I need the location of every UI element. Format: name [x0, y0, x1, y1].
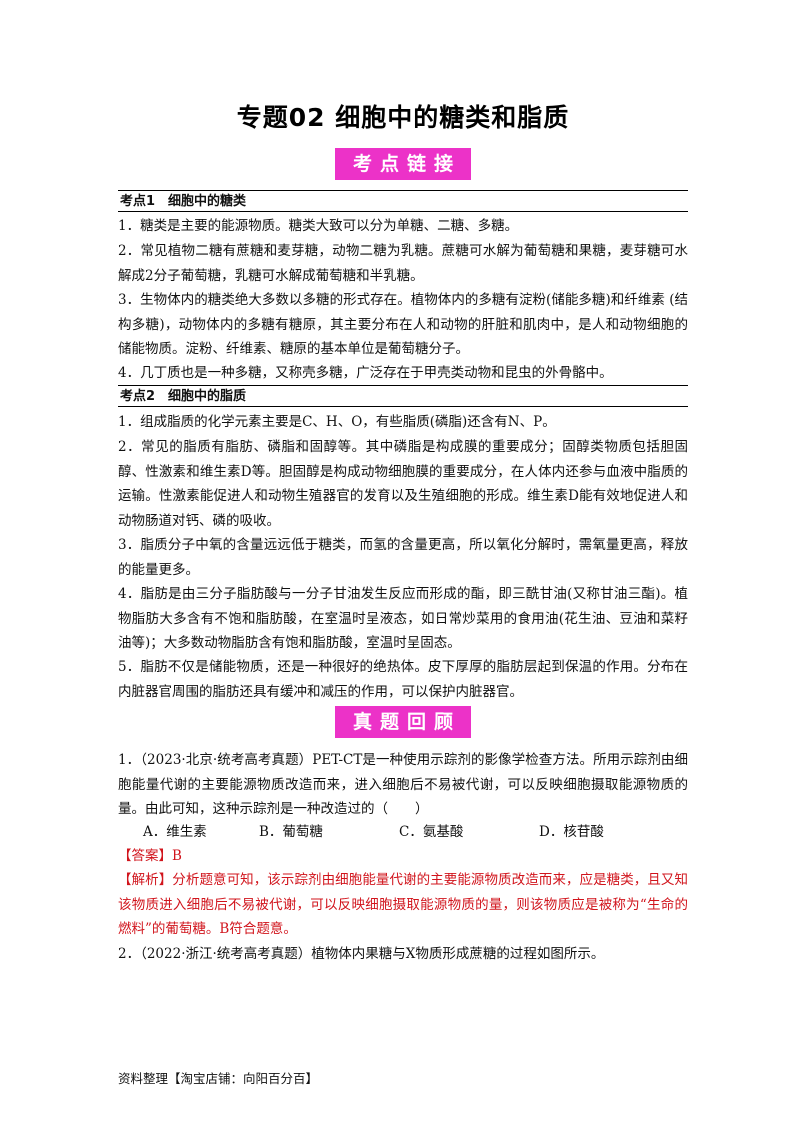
option-c: C．氨基酸 [399, 824, 464, 840]
lipid-point-1: 1．组成脂质的化学元素主要是C、H、O，有些脂质(磷脂)还含有N、P。 [118, 414, 556, 430]
lipid-point-5: 5．脂肪不仅是储能物质，还是一种很好的绝热体。皮下厚厚的脂肪层起到保温的作用。分… [118, 659, 688, 700]
option-a: A．维生素 [143, 824, 207, 840]
question-1-options: A．维生素 B．葡萄糖 C．氨基酸 D．核苷酸 [143, 820, 688, 844]
option-b: B．葡萄糖 [259, 824, 323, 840]
banner-zhenti: 真题回顾 [334, 706, 471, 738]
section-heading-lipids: 考点2 细胞中的脂质 [118, 385, 688, 407]
page-title: 专题02 细胞中的糖类和脂质 [236, 103, 570, 132]
answer-label: 【答案】 [118, 848, 172, 864]
question-2-stem: 2．（2022·浙江·统考高考真题）植物体内果糖与X物质形成蔗糖的过程如图所示。 [118, 946, 605, 962]
option-d: D．核苷酸 [539, 824, 604, 840]
answer-value: B [172, 848, 182, 864]
footer-source: 资料整理【淘宝店铺：向阳百分百】 [118, 1071, 319, 1086]
banner-kaodian: 考点链接 [334, 148, 471, 180]
banner-kaodian-wrap: 考点链接 [118, 148, 688, 180]
lipid-point-4: 4．脂肪是由三分子脂肪酸与一分子甘油发生反应而形成的酯，即三酰甘油(又称甘油三酯… [118, 586, 688, 651]
section-heading-sugars: 考点1 细胞中的糖类 [118, 190, 688, 212]
sugar-point-1: 1．糖类是主要的能源物质。糖类大致可以分为单糖、二糖、多糖。 [118, 218, 519, 234]
analysis-text: 分析题意可知，该示踪剂由细胞能量代谢的主要能源物质改造而来，应是糖类，且又知该物… [118, 872, 689, 937]
sugar-point-2: 2．常见植物二糖有蔗糖和麦芽糖，动物二糖为乳糖。蔗糖可水解为葡萄糖和果糖，麦芽糖… [118, 243, 688, 284]
lipid-point-3: 3．脂质分子中氧的含量远远低于糖类，而氢的含量更高，所以氧化分解时，需氧量更高，… [118, 537, 688, 578]
question-1-analysis: 【解析】分析题意可知，该示踪剂由细胞能量代谢的主要能源物质改造而来，应是糖类，且… [118, 868, 688, 942]
lipid-point-2: 2．常见的脂质有脂肪、磷脂和固醇等。其中磷脂是构成膜的重要成分；固醇类物质包括胆… [118, 439, 688, 529]
sugar-point-4: 4．几丁质也是一种多糖，又称壳多糖，广泛存在于甲壳类动物和昆虫的外骨骼中。 [118, 365, 613, 381]
analysis-label: 【解析】 [118, 872, 173, 888]
question-1-stem: 1．（2023·北京·统考高考真题）PET-CT是一种使用示踪剂的影像学检查方法… [118, 752, 688, 817]
banner-zhenti-wrap: 真题回顾 [118, 706, 688, 738]
question-1-answer: 【答案】B [118, 844, 688, 869]
sugar-point-3: 3．生物体内的糖类绝大多数以多糖的形式存在。植物体内的多糖有淀粉(储能多糖)和纤… [118, 292, 688, 357]
